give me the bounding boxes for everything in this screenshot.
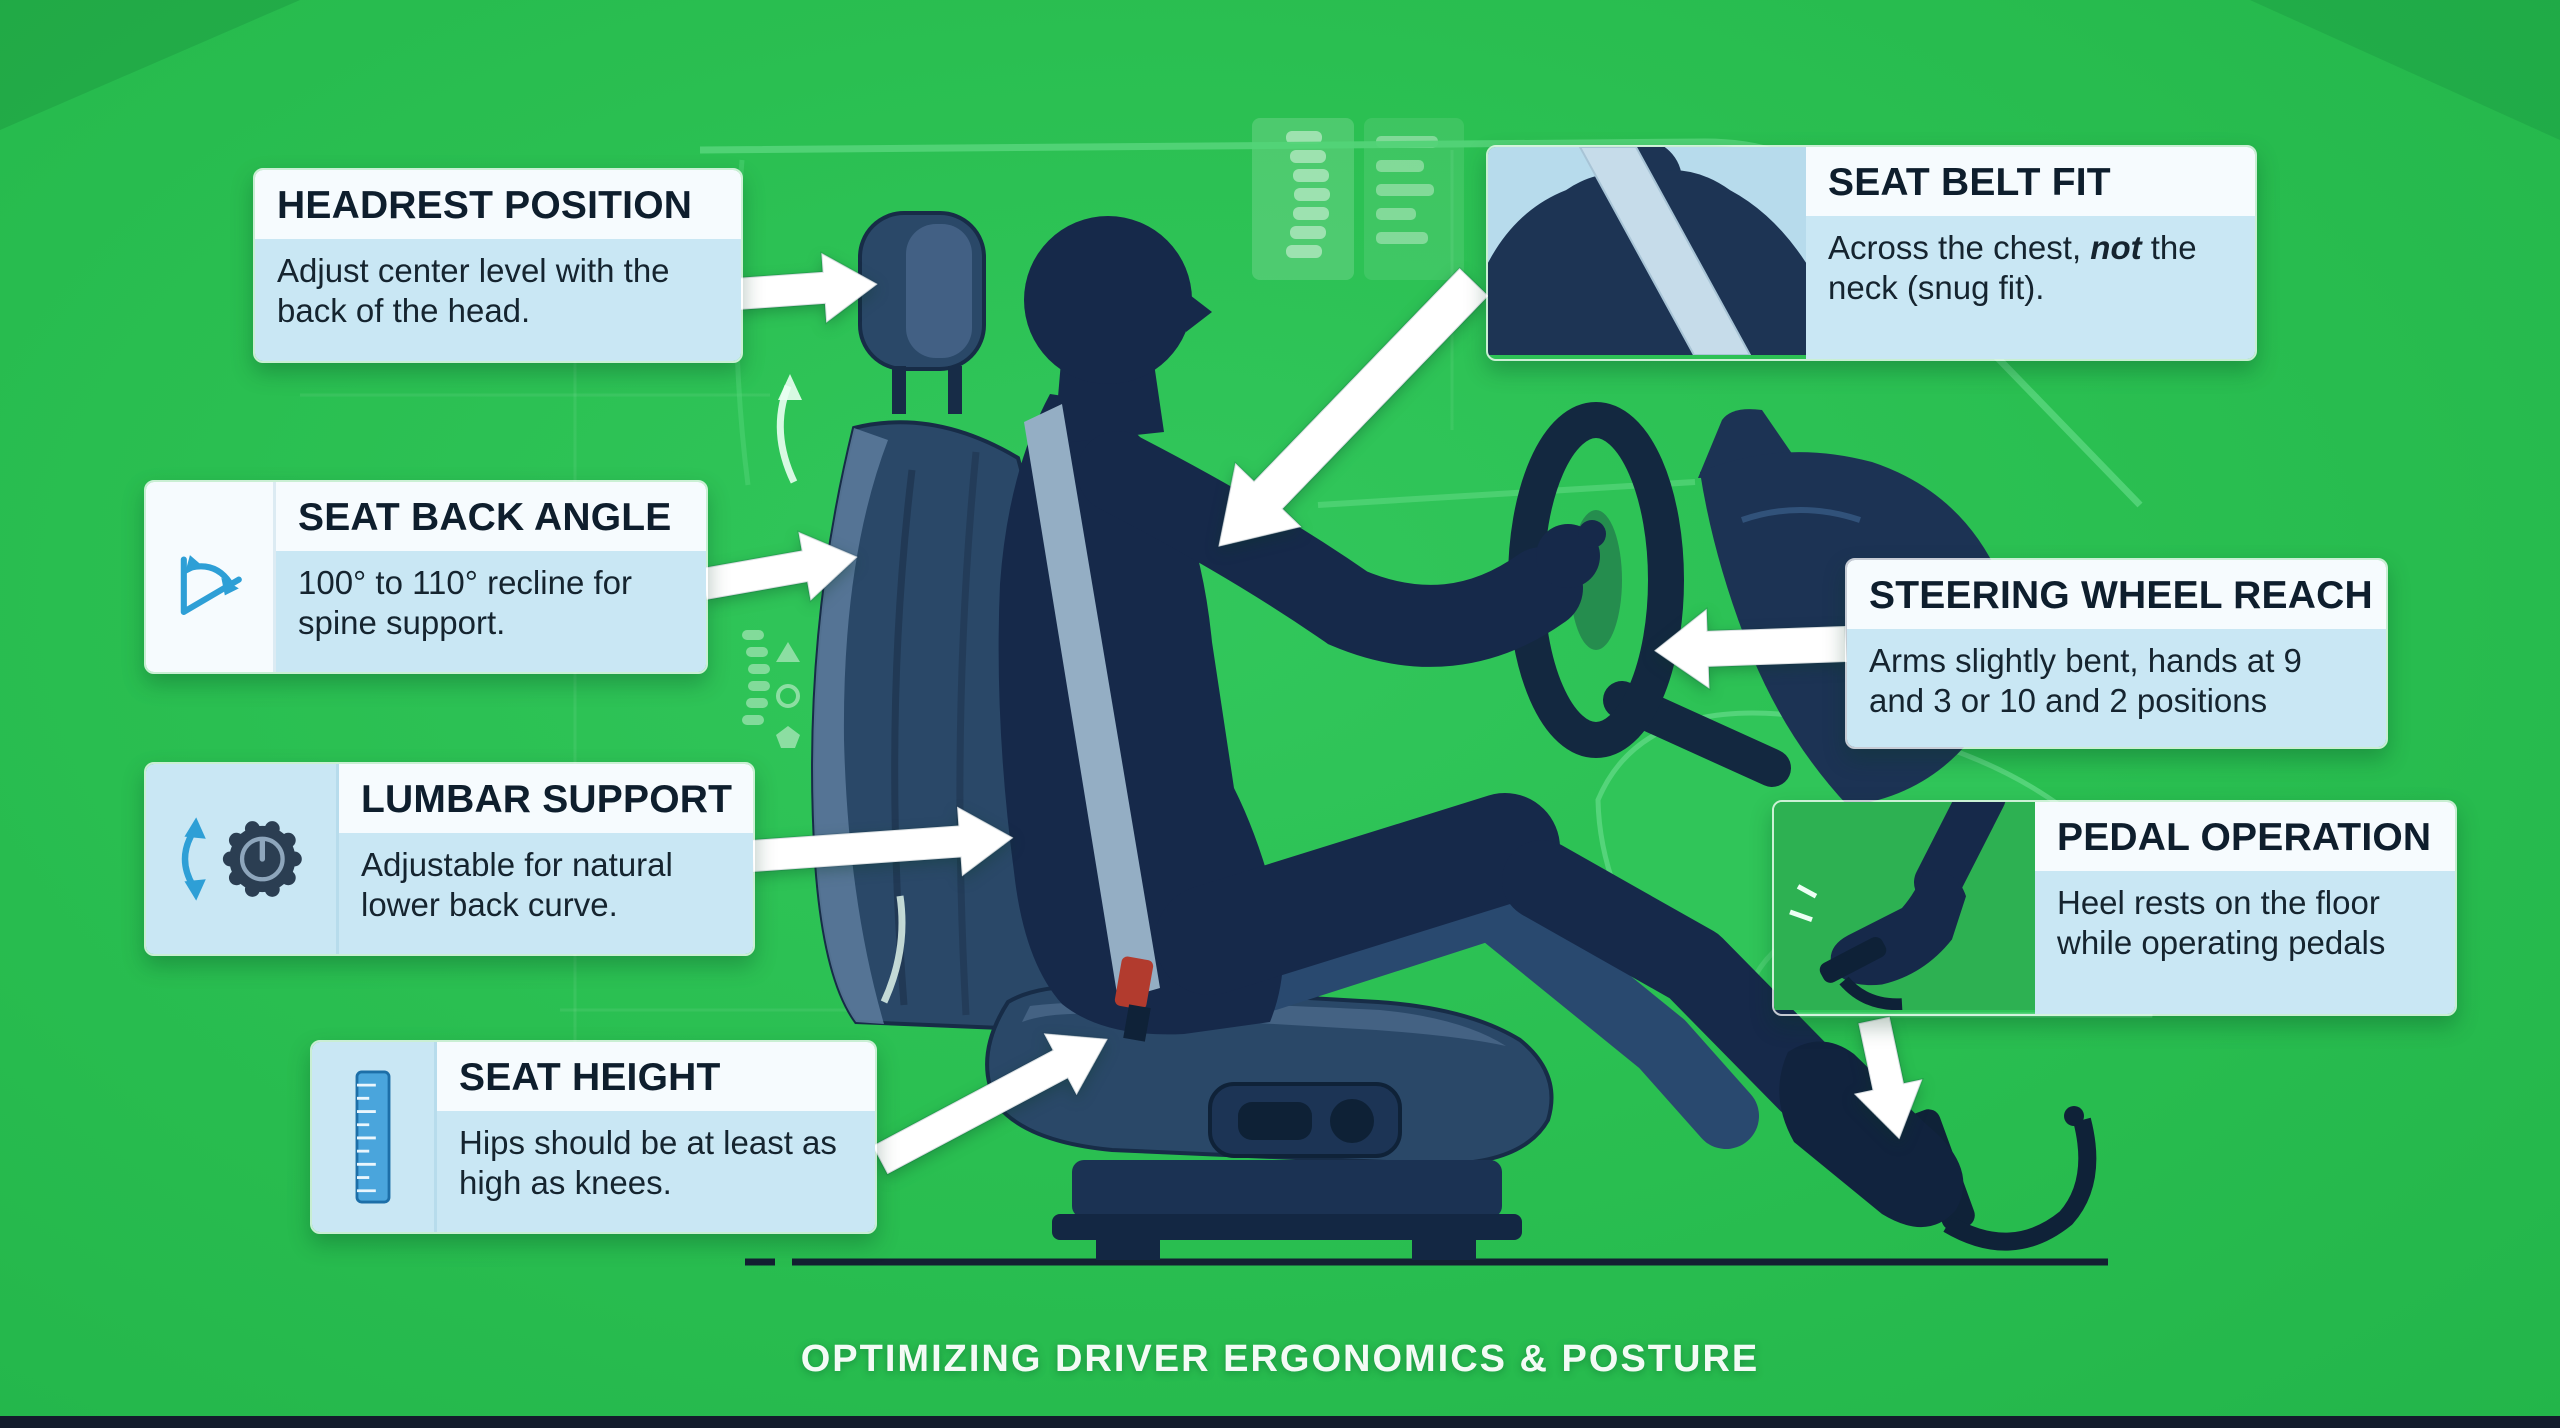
callout-arrows	[700, 251, 1924, 1176]
seat-belt-body: Across the chest, not the neck (snug fit…	[1806, 216, 2255, 359]
callout-steering-wheel-reach: STEERING WHEEL REACH Arms slightly bent,…	[1845, 558, 2388, 750]
steering-body: Arms slightly bent, hands at 9 and 3 or …	[1847, 629, 2386, 748]
callout-seat-back-angle: SEAT BACK ANGLE 100° to 110° recline for…	[144, 480, 708, 674]
adjustment-motion-accents	[776, 374, 906, 1004]
seat-belt	[1024, 404, 1160, 1042]
driver-lower-leg	[1502, 840, 1848, 1122]
seat-belt-arrow	[1217, 266, 1490, 549]
seat-back-title: SEAT BACK ANGLE	[276, 482, 706, 552]
driver-thigh	[1155, 793, 1560, 995]
ruler-icon	[312, 1042, 437, 1232]
seat-adjustment-controls	[1208, 1082, 1402, 1158]
seat-back-arrow	[700, 530, 860, 603]
caption-title: OPTIMIZING DRIVER ERGONOMICS & POSTURE	[800, 1338, 1760, 1380]
callout-pedal-operation: PEDAL OPERATION Heel rests on the floor …	[1772, 800, 2457, 1016]
corner-shade-right	[2250, 0, 2560, 140]
seat-belt-body-emphasis: not	[2090, 229, 2142, 267]
callout-seat-belt-fit: SEAT BELT FIT Across the chest, not the …	[1486, 145, 2257, 361]
steering-title: STEERING WHEEL REACH	[1847, 560, 2386, 630]
recline-angle-icon	[146, 482, 276, 672]
steering-arrow	[1652, 606, 1848, 691]
headrest-body: Adjust center level with the back of the…	[255, 239, 741, 362]
callout-headrest-position: HEADREST POSITION Adjust center level wi…	[253, 168, 743, 364]
seat-height-body: Hips should be at least as high as knees…	[437, 1111, 875, 1232]
foot-pedal-illustration	[1774, 802, 2035, 1014]
seat-belt-buckle	[1114, 956, 1154, 1010]
seat-height-arrow	[871, 1032, 1110, 1176]
driver-shoe	[1779, 1041, 1964, 1228]
callout-seat-height: SEAT HEIGHT Hips should be at least as h…	[310, 1040, 877, 1234]
lumbar-body: Adjustable for natural lower back curve.	[339, 833, 753, 954]
bottom-border	[0, 1416, 2560, 1428]
seat-belt-body-suffix: the neck (snug fit).	[1828, 229, 2197, 307]
lumbar-arrow	[749, 804, 1016, 879]
driver-head	[1024, 216, 1192, 384]
seat-belt-title: SEAT BELT FIT	[1806, 147, 2255, 217]
pedal-title: PEDAL OPERATION	[2035, 802, 2455, 872]
pedal-body: Heel rests on the floor while operating …	[2035, 871, 2455, 1014]
headrest-title: HEADREST POSITION	[255, 170, 741, 240]
seat-belt-body-prefix: Across the chest,	[1828, 229, 2091, 267]
corner-shade-left	[0, 0, 300, 130]
callout-lumbar-support: LUMBAR SUPPORT Adjustable for natural lo…	[144, 762, 755, 956]
pedal-arrow	[1851, 1015, 1924, 1142]
driver-arm	[1077, 431, 1606, 667]
pedal-assembly	[1776, 949, 2097, 1251]
seat-height-title: SEAT HEIGHT	[437, 1042, 875, 1112]
seatbelt-figure-illustration	[1488, 147, 1806, 359]
lumbar-title: LUMBAR SUPPORT	[339, 764, 753, 834]
spine-markers-graphic	[742, 630, 800, 748]
headrest-arrow	[733, 251, 880, 325]
seat-back-body: 100° to 110° recline for spine support.	[276, 551, 706, 672]
adjustment-knob-icon	[146, 764, 339, 954]
